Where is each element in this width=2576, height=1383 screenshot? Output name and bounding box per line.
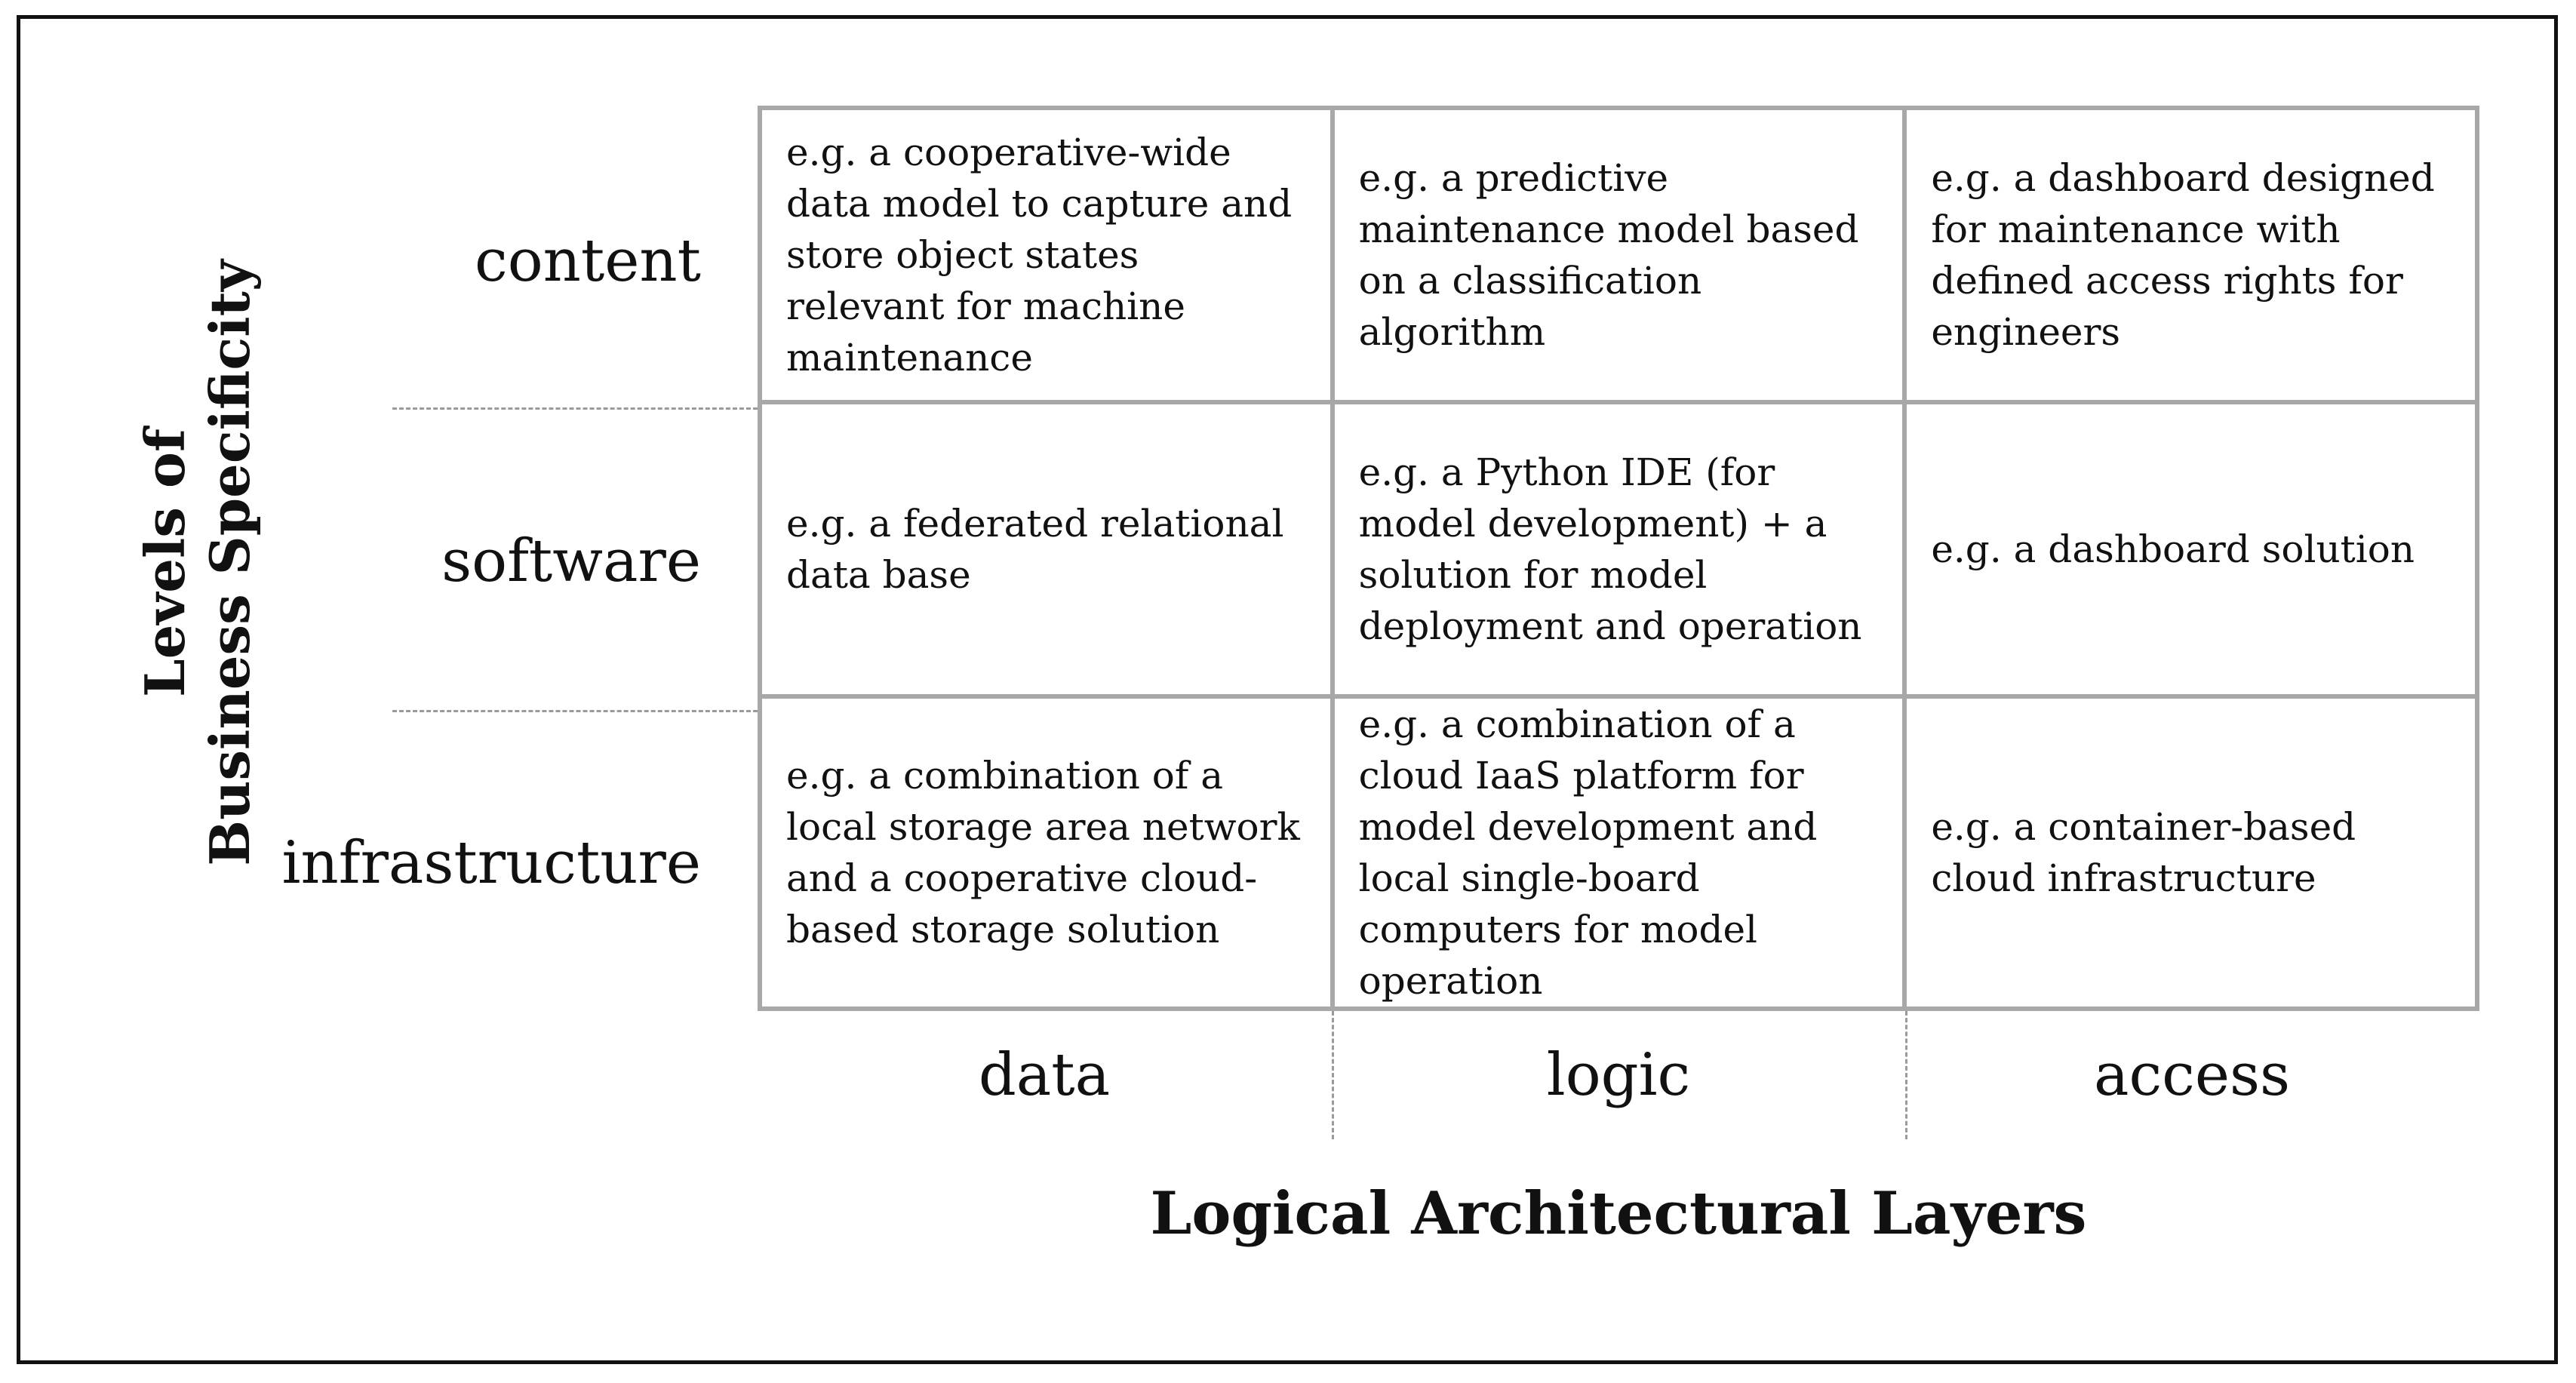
y-axis-title-line1: Levels of [132,428,197,698]
row-label-content: content [475,227,701,295]
cell-text: e.g. a dashboard solution [1931,527,2415,571]
cell-text: e.g. a dashboard designed for maintenanc… [1931,156,2435,354]
cell-text: e.g. a cooperative-wide data model to ca… [786,131,1293,380]
column-separator-1 [1332,1011,1334,1139]
cell-text: e.g. a container-based cloud infrastruct… [1931,805,2356,900]
row-label-infrastructure: infrastructure [281,829,701,897]
cell-text: e.g. a combination of a local storage ar… [786,754,1300,951]
x-axis-title: Logical Architectural Layers [1150,1179,2087,1248]
column-label-data: data [978,1041,1111,1109]
row-separator-2 [392,710,758,712]
row-label-software: software [441,527,701,595]
cell-infrastructure-data: e.g. a combination of a local storage ar… [760,696,1333,1009]
row-separator-1 [392,407,758,410]
cell-text: e.g. a Python IDE (for model development… [1358,450,1862,648]
cell-content-data: e.g. a cooperative-wide data model to ca… [760,108,1333,402]
cell-text: e.g. a predictive maintenance model base… [1358,156,1859,354]
cell-content-logic: e.g. a predictive maintenance model base… [1332,108,1905,402]
column-label-access: access [2093,1041,2291,1109]
column-label-logic: logic [1546,1041,1691,1109]
cell-text: e.g. a federated relational data base [786,502,1284,597]
cell-software-access: e.g. a dashboard solution [1904,402,2477,696]
diagram-frame [17,15,2558,1364]
y-axis-title: Levels of Business Specificity [115,110,281,1016]
cell-text: e.g. a combination of a cloud IaaS platf… [1358,702,1818,1003]
cell-software-data: e.g. a federated relational data base [760,402,1333,696]
matrix-grid: e.g. a cooperative-wide data model to ca… [758,106,2479,1011]
cell-infrastructure-access: e.g. a container-based cloud infrastruct… [1904,696,2477,1009]
cell-software-logic: e.g. a Python IDE (for model development… [1332,402,1905,696]
y-axis-title-line2: Business Specificity [198,260,262,866]
column-separator-2 [1905,1011,1907,1139]
cell-infrastructure-logic: e.g. a combination of a cloud IaaS platf… [1332,696,1905,1009]
cell-content-access: e.g. a dashboard designed for maintenanc… [1904,108,2477,402]
